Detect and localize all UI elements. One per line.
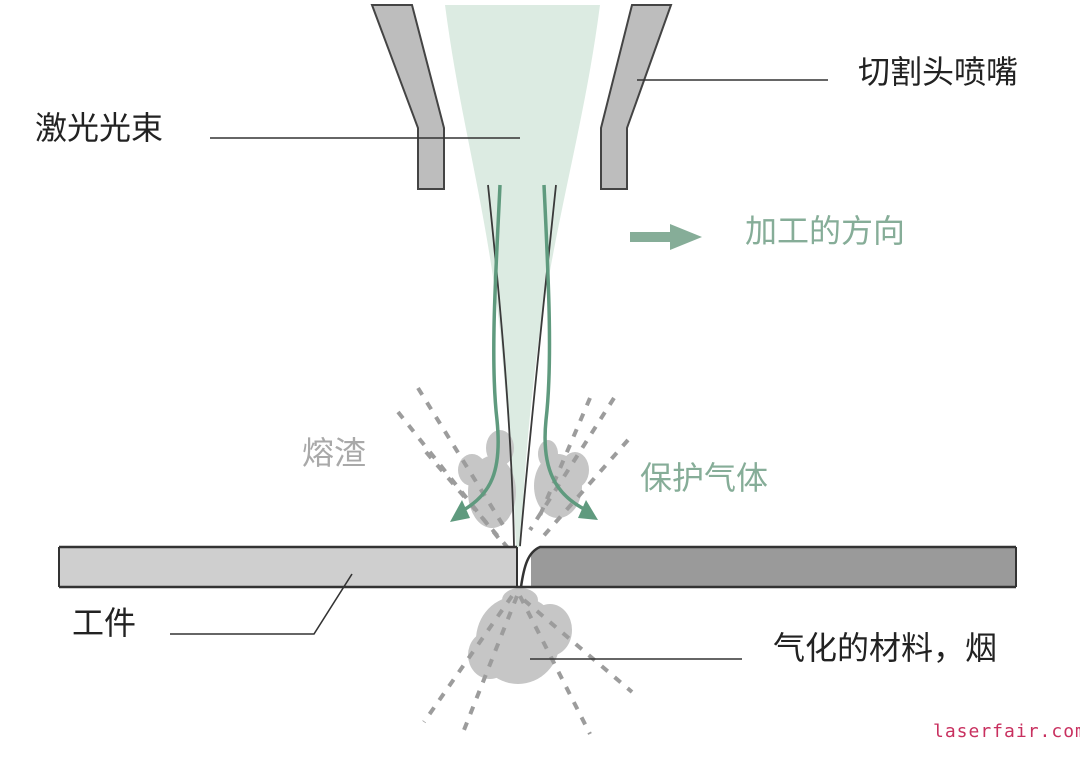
label-vapor-smoke: 气化的材料，烟	[773, 629, 998, 667]
nozzle-left-wall	[370, 4, 445, 190]
label-slag: 熔渣	[302, 434, 367, 472]
label-nozzle: 切割头喷嘴	[858, 53, 1019, 91]
leader-lines	[170, 79, 828, 660]
beam-edge-right	[519, 184, 557, 547]
laser-beam	[445, 5, 600, 548]
slag-spray-dashes	[396, 386, 630, 550]
watermark-text: laserfair.com	[933, 721, 1080, 742]
vapor-smoke-cloud	[468, 588, 572, 684]
workpiece	[58, 545, 1017, 589]
nozzle-right-wall	[600, 4, 673, 190]
label-workpiece: 工件	[72, 604, 137, 642]
label-processing-direction: 加工的方向	[745, 212, 906, 250]
cut-kerf	[517, 547, 540, 587]
processing-direction-arrow	[630, 224, 702, 250]
shield-gas-flow	[459, 184, 587, 514]
slag-cloud-left	[458, 430, 516, 528]
shield-gas-arrowheads	[450, 500, 598, 522]
vapor-spray-dashes	[422, 594, 634, 735]
label-shield-gas: 保护气体	[640, 459, 769, 497]
label-laser-beam: 激光光束	[35, 109, 164, 147]
beam-edge-left	[487, 184, 515, 547]
workpiece-uncut-part	[531, 547, 1016, 587]
workpiece-cut-part	[59, 547, 517, 587]
